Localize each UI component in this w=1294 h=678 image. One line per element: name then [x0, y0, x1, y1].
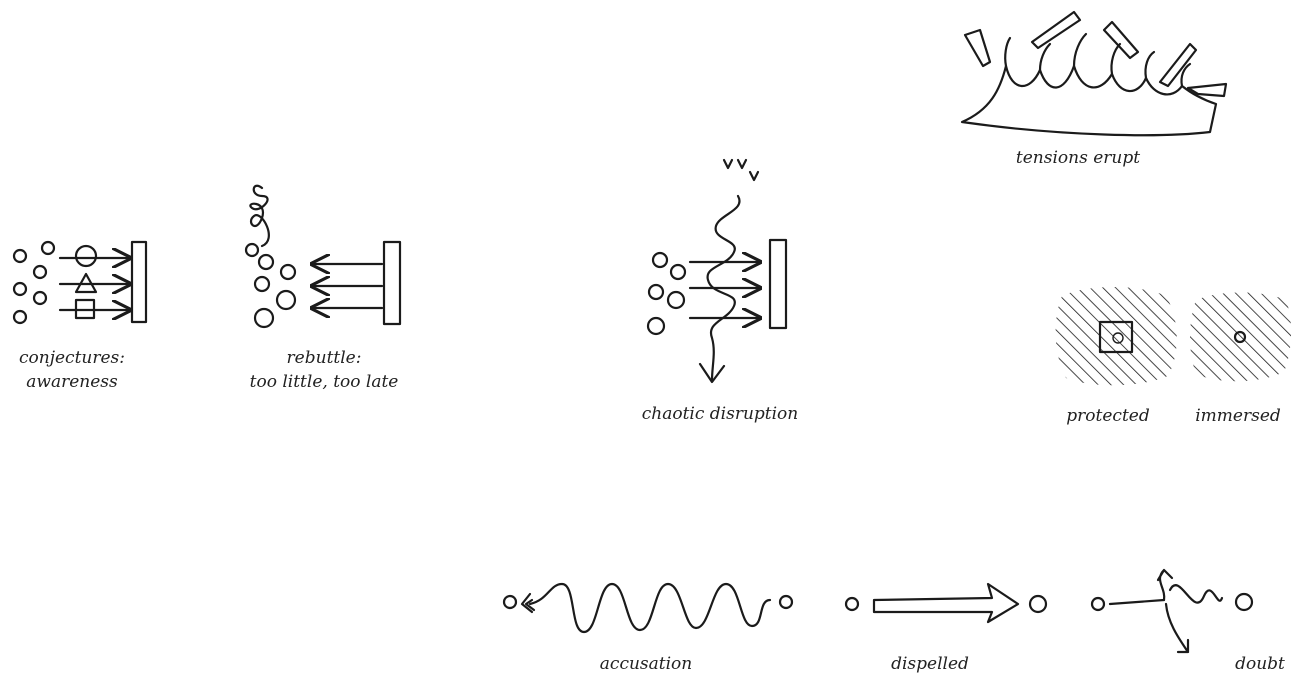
caption-protected: protected [1066, 404, 1149, 428]
doubt-down-branch [1166, 604, 1188, 652]
tensions-erupt-drawing [962, 12, 1226, 135]
caption-rebuttle-line1: rebuttle: [250, 346, 399, 370]
erupt-spike-5 [1145, 52, 1154, 78]
caption-chaotic-disruption: chaotic disruption [642, 402, 799, 426]
disruption-carets [724, 160, 758, 180]
erupt-hatched-mass [962, 66, 1216, 135]
doubt-source-circle [1092, 598, 1104, 610]
caption-conjectures-line1: conjectures: [19, 346, 125, 370]
caption-accusation: accusation [600, 652, 692, 676]
dispelled-block-arrow [874, 584, 1018, 622]
caption-doubt: doubt [1235, 652, 1285, 676]
disruption-arrows [690, 262, 760, 318]
conjectures-drawing [14, 242, 146, 323]
erupt-spike-1 [1005, 38, 1010, 66]
caption-rebuttle: rebuttle: too little, too late [250, 346, 399, 394]
caption-conjectures-line2: awareness [19, 370, 125, 394]
rebuttle-particles [246, 244, 295, 327]
caption-dispelled: dispelled [891, 652, 969, 676]
doubt-up-branch [1158, 570, 1172, 600]
disruption-particles [648, 253, 685, 334]
immersed-drawing [1190, 293, 1291, 382]
doubt-drawing [1092, 570, 1252, 652]
rebuttle-squiggle [250, 186, 268, 246]
accusation-target-circle [780, 596, 792, 608]
doubt-target-circle [1236, 594, 1252, 610]
chaotic-disruption-drawing [648, 160, 786, 382]
erupt-spike-2 [1040, 44, 1050, 70]
caption-rebuttle-line2: too little, too late [250, 370, 399, 394]
rebuttle-drawing [246, 186, 400, 327]
accusation-drawing [504, 584, 792, 632]
accusation-source-circle [504, 596, 516, 608]
conjectures-particles [14, 242, 54, 323]
erupt-spike-3 [1074, 34, 1086, 66]
doubt-line [1110, 600, 1164, 604]
protected-drawing [1056, 287, 1177, 385]
erupt-fragments [965, 12, 1226, 96]
conjectures-wall [132, 242, 146, 322]
dispelled-target-circle [1030, 596, 1046, 612]
dispelled-drawing [846, 584, 1046, 622]
erupt-spike-4 [1111, 44, 1120, 74]
dispelled-source-circle [846, 598, 858, 610]
caption-tensions-erupt: tensions erupt [1016, 146, 1140, 170]
accusation-wave [530, 584, 770, 632]
rebuttle-hatched-wall [384, 242, 400, 324]
doubt-wave [1170, 585, 1222, 603]
protected-hatched-field [1056, 287, 1177, 385]
disruption-hatched-wall [770, 240, 786, 328]
immersed-hatched-field [1190, 293, 1291, 382]
caption-immersed: immersed [1195, 404, 1281, 428]
caption-conjectures: conjectures: awareness [19, 346, 125, 394]
rebuttle-return-arrows [312, 264, 382, 308]
circle-shape [76, 246, 96, 266]
